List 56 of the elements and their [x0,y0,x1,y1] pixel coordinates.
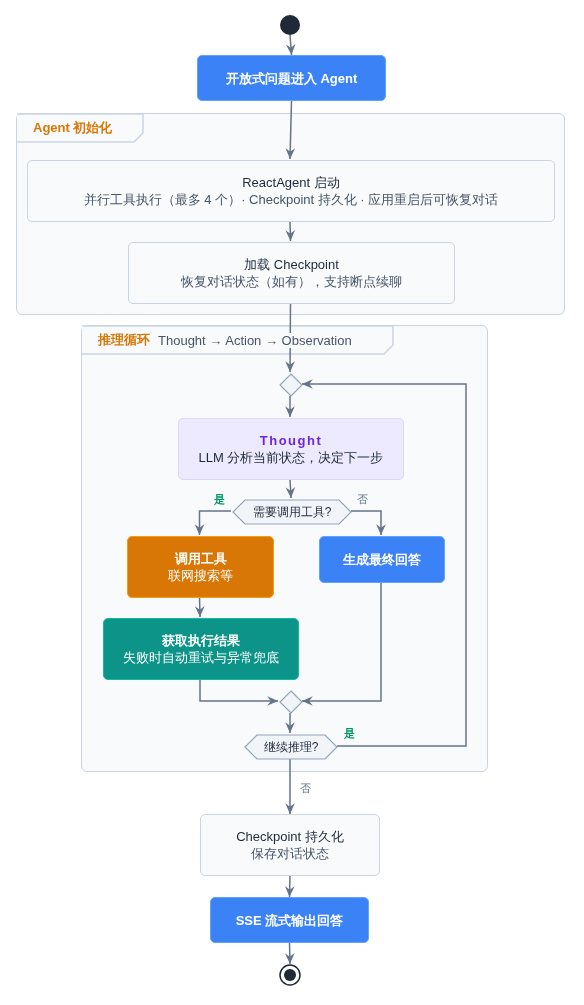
process-box [128,242,455,304]
arrow [284,942,295,965]
arrow [194,510,232,536]
box-title: 生成最终回答 [343,551,421,568]
group-title: Agent 初始化 [33,119,113,137]
end-circle [279,964,301,986]
arrow [285,712,295,734]
arrow [301,379,467,747]
decision-hexagon [244,734,338,760]
edge-label: 是 [212,493,227,506]
box-title: 加载 Checkpoint [244,256,339,273]
box-title: 开放式问题进入 Agent [225,69,358,87]
process-box [178,418,404,480]
box-description: 失败时自动重试与异常兜底 [123,649,279,666]
box-description: 并行工具执行（最多 4 个）· Checkpoint 持久化 · 应用重启后可恢复对话 [83,191,499,208]
box-description: LLM 分析当前状态，决定下一步 [198,449,384,466]
arrow [285,220,296,242]
box-title: 获取执行结果 [162,632,240,649]
process-box [103,618,299,680]
box-title: 调用工具 [174,550,227,567]
decision-label: 需要调用工具? [252,503,332,521]
process-box [27,160,555,222]
decision-label: 继续推理? [263,738,319,756]
edge-label: 否 [355,493,370,506]
arrow [285,395,295,418]
arrow [199,678,279,706]
box-title: Thought [259,432,323,449]
merge-diamond [279,690,303,714]
box-description: 联网搜索等 [168,567,233,584]
edge-label: 是 [342,727,357,740]
arrow [285,34,296,56]
arrow [284,875,295,898]
arrow [350,510,386,536]
arrow [285,100,296,160]
process-box [127,536,274,598]
box-description: 保存对话状态 [251,845,329,862]
decision-hexagon [232,499,352,525]
arrow [285,302,295,373]
merge-diamond [279,373,303,397]
box-title: Checkpoint 持久化 [236,828,344,845]
process-box [200,814,380,876]
group-panel [81,325,488,772]
arrow [194,596,205,618]
arrow [285,478,296,499]
process-box [197,55,386,101]
edge-label: 否 [298,782,313,795]
process-box [210,897,369,943]
box-description: 恢复对话状态（如有），支持断点续聊 [181,273,402,290]
group-panel [16,113,565,315]
box-title: SSE 流式输出回答 [235,911,344,929]
group-title: 推理循环 [98,331,150,349]
arrow [285,758,295,815]
box-title: ReactAgent 启动 [242,174,340,191]
start-circle [280,15,300,35]
arrow [301,581,382,706]
process-box [319,536,445,583]
